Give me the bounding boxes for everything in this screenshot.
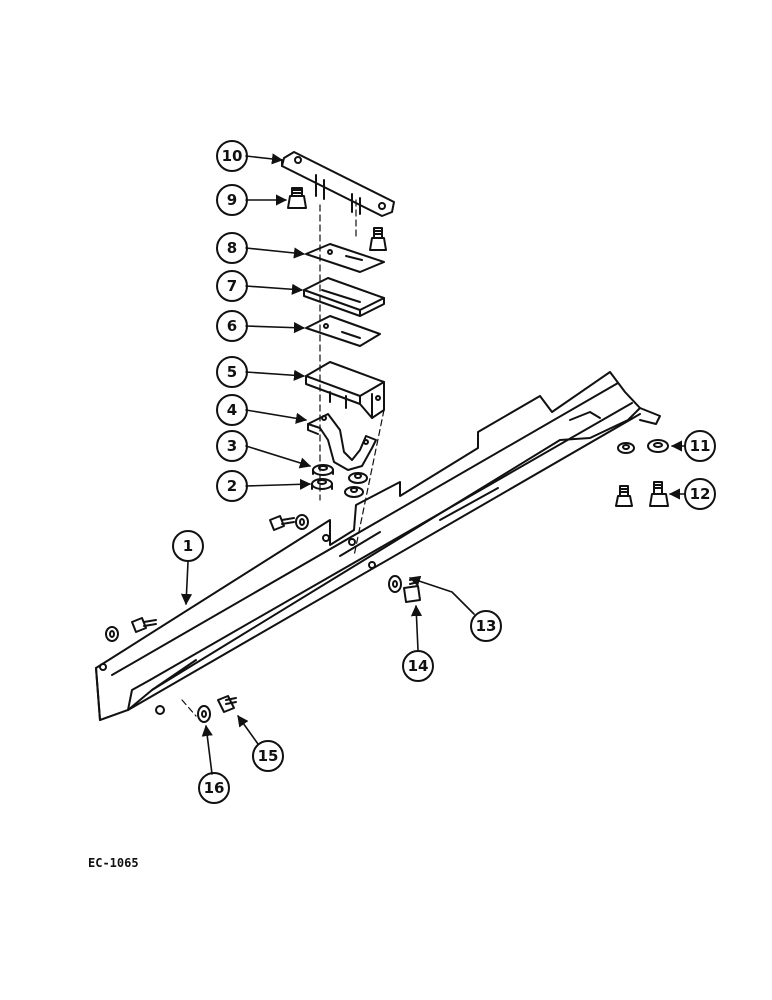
callout-15: 15 (258, 747, 279, 765)
washer-13 (388, 575, 402, 593)
nut-2b (344, 486, 364, 498)
bolt-left-channel (269, 514, 309, 531)
leader-lines (180, 153, 685, 775)
bolt-far-left (105, 617, 157, 642)
pad-7 (303, 277, 385, 317)
bolt-12 (649, 481, 669, 507)
callout-12: 12 (690, 485, 711, 503)
callout-circles (172, 140, 716, 804)
bolt-15 (217, 695, 237, 713)
bolt-9 (287, 187, 307, 209)
washer-11b (617, 442, 635, 454)
callout-16: 16 (204, 779, 225, 797)
nut-2 (311, 478, 333, 490)
assembly-centerlines (181, 199, 385, 717)
bolt-14 (403, 577, 421, 603)
callout-9: 9 (227, 191, 237, 209)
bolt-9b (369, 227, 387, 251)
strap-plate (281, 151, 395, 217)
callout-14: 14 (408, 657, 429, 675)
nut-3 (312, 464, 334, 476)
u-clamp-4 (307, 413, 377, 471)
callout-7: 7 (227, 277, 237, 295)
callout-4: 4 (227, 401, 237, 419)
bolt-12b (615, 485, 633, 507)
washer-16 (197, 705, 211, 723)
shim-plate-8 (305, 243, 385, 273)
callout-8: 8 (227, 239, 237, 257)
callout-1: 1 (183, 537, 193, 555)
callout-6: 6 (227, 317, 237, 335)
callout-11: 11 (690, 437, 711, 455)
washer-11 (647, 439, 669, 453)
channel-rail (95, 371, 661, 721)
figure-code: EC-1065 (88, 856, 139, 870)
shim-plate-6 (305, 315, 381, 347)
nut-3b (348, 472, 368, 484)
callout-13: 13 (476, 617, 497, 635)
callout-10: 10 (222, 147, 243, 165)
callout-5: 5 (227, 363, 237, 381)
bracket-5 (305, 361, 385, 419)
callout-3: 3 (227, 437, 237, 455)
callout-2: 2 (227, 477, 237, 495)
